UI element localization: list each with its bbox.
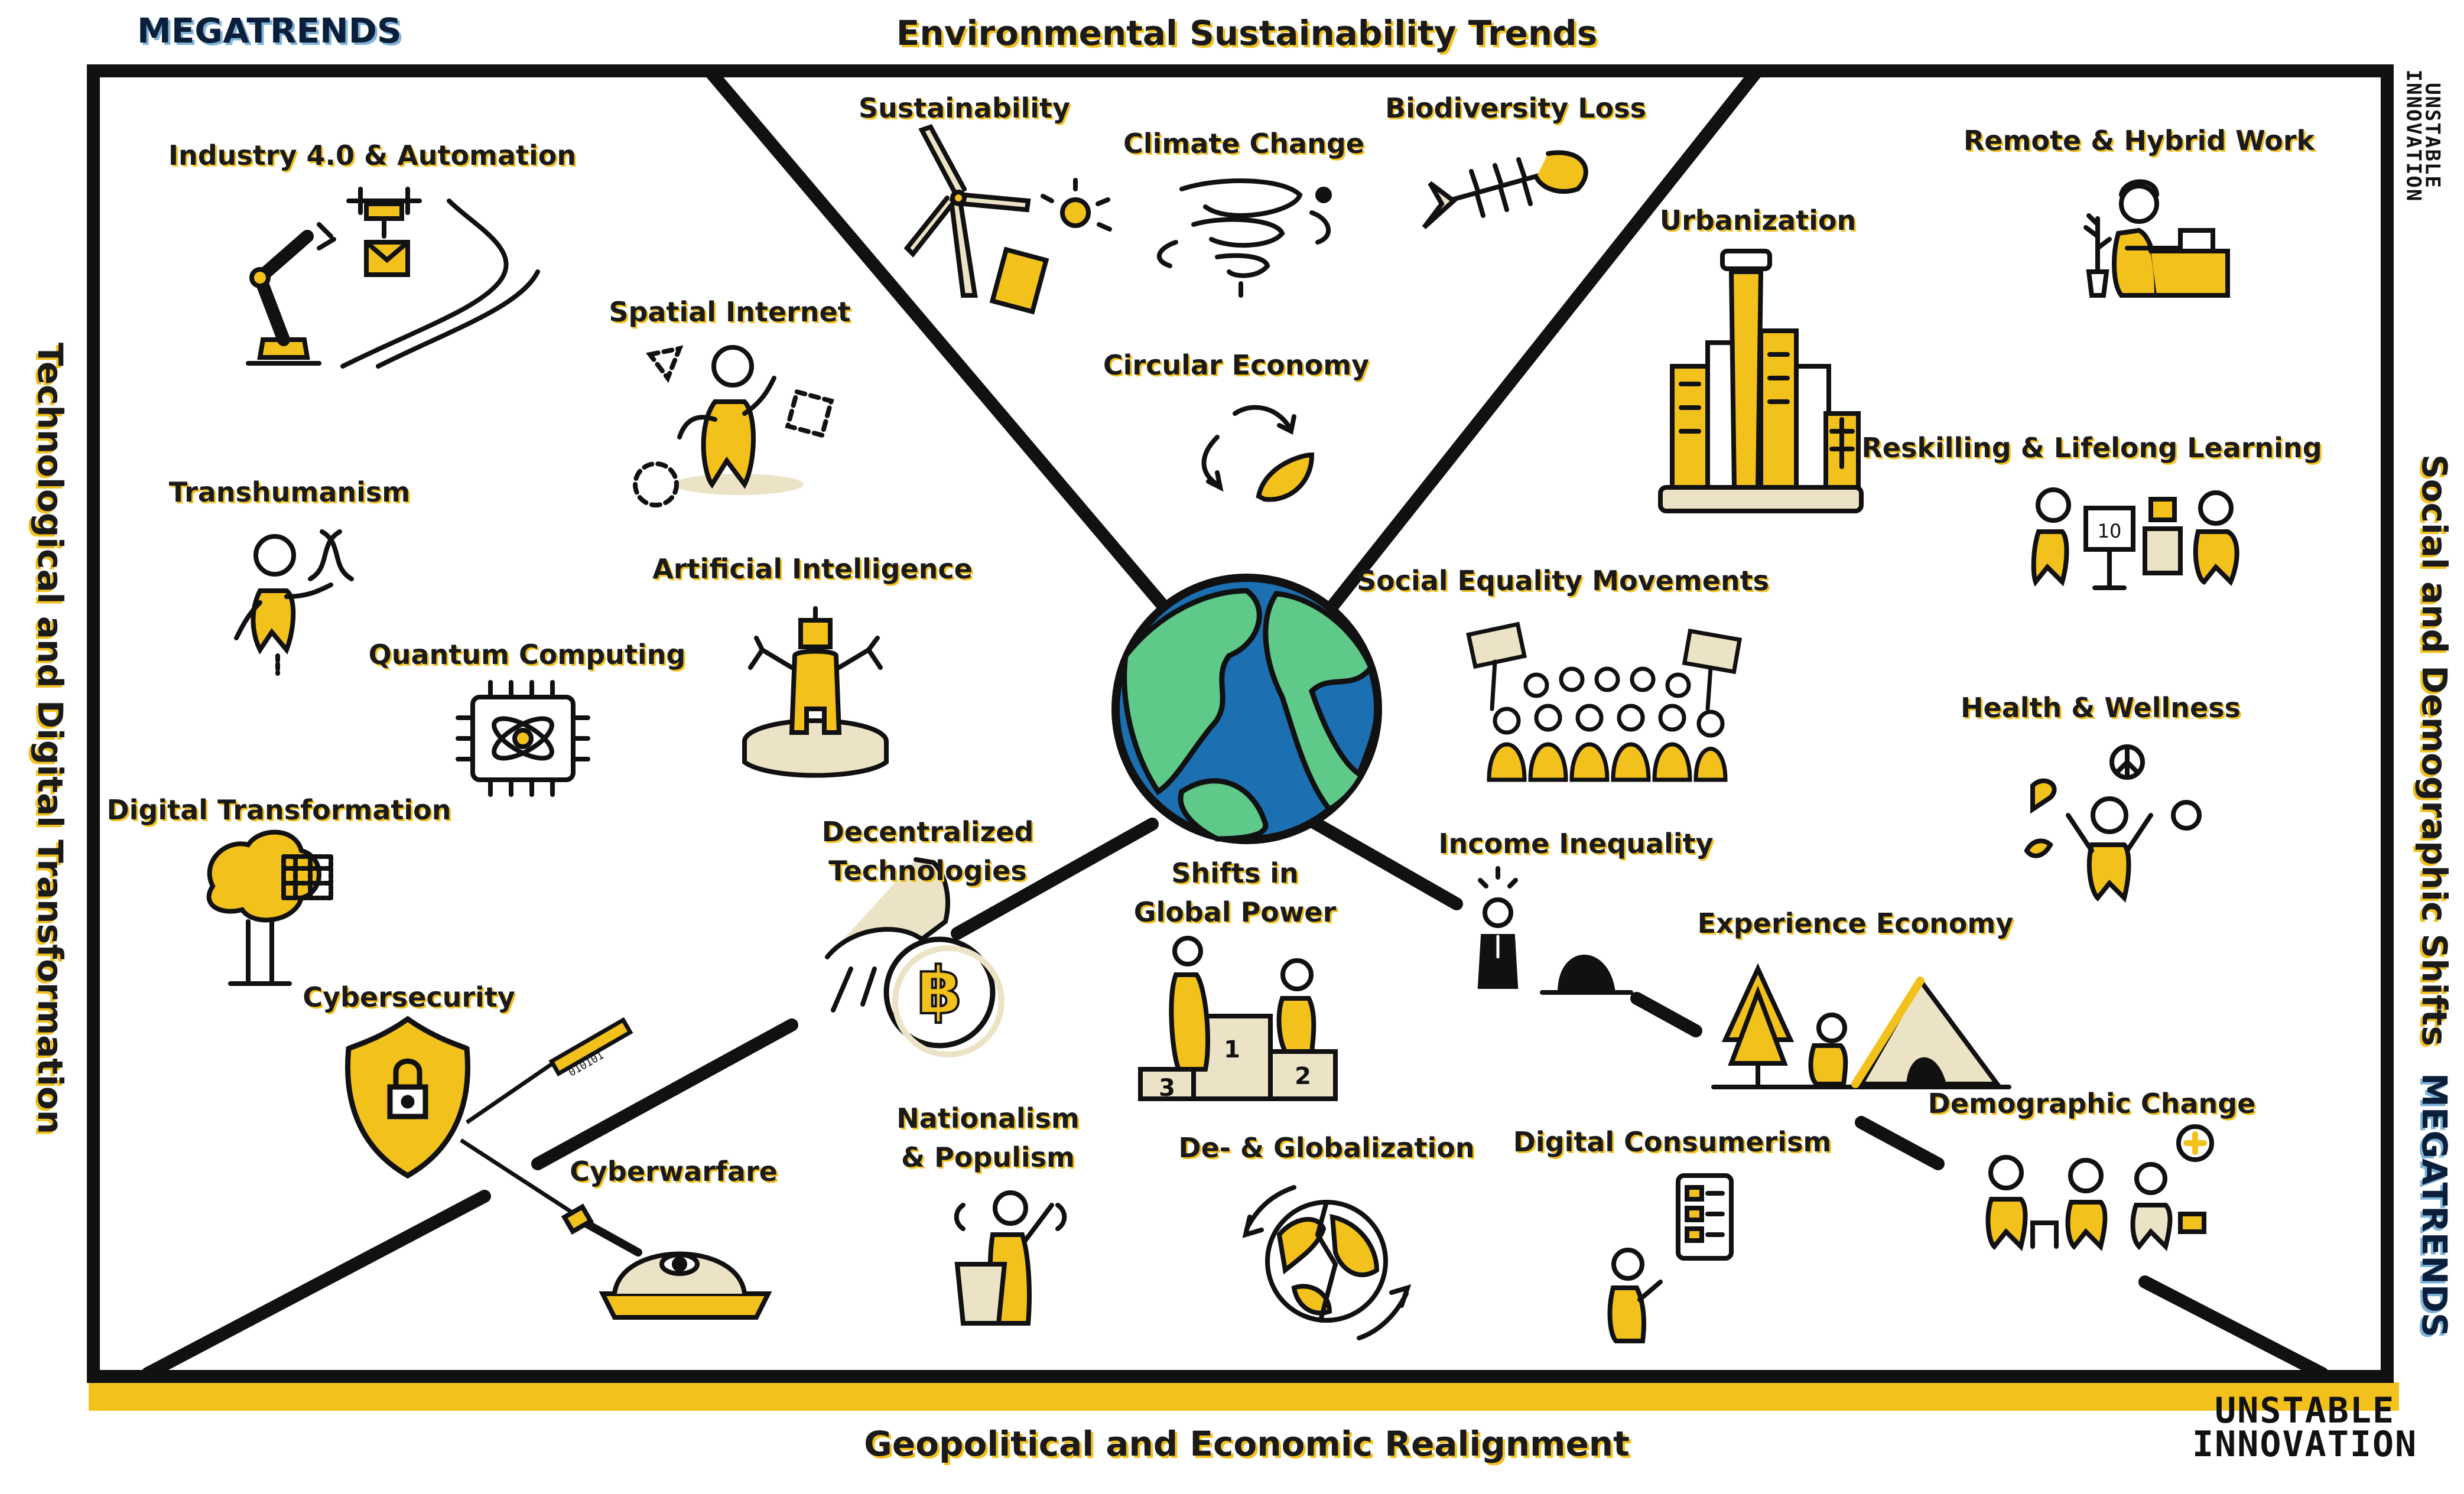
trend-sustainability: Sustainability: [858, 92, 1071, 124]
trend-health-wellness: Health & Wellness: [1961, 692, 2241, 724]
phone-shopping-icon: [1607, 1173, 1734, 1343]
frame-bottom-highlight: [89, 1382, 2399, 1411]
transhumanism-person-icon: [234, 529, 354, 676]
trend-digital-transformation: Digital Transformation: [106, 794, 451, 826]
cyber-cable-icon: 010101: [460, 1017, 633, 1219]
trend-quantum-computing: Quantum Computing: [368, 639, 686, 670]
remote-work-desk-icon: [2083, 179, 2230, 298]
trend-social-equality: Social Equality Movements: [1356, 565, 1770, 597]
income-inequality-icon: [1477, 866, 1633, 995]
camping-tent-icon: [1711, 963, 2011, 1089]
ai-robot-icon: [742, 606, 889, 778]
diagram-frame: [87, 64, 2394, 1383]
ostrich-icon: [825, 857, 950, 1013]
trend-digital-consumerism: Digital Consumerism: [1513, 1126, 1832, 1158]
trend-urbanization: Urbanization: [1659, 204, 1857, 236]
trend-transhumanism: Transhumanism: [168, 476, 411, 508]
robot-arm-drone-icon: [246, 187, 540, 369]
protest-crowd-icon: [1466, 621, 1743, 782]
trend-remote-hybrid-work: Remote & Hybrid Work: [1963, 125, 2315, 157]
tornado-icon: [1156, 178, 1332, 298]
reskilling-classroom-icon: 10: [2031, 487, 2239, 590]
trend-income-inequality: Income Inequality: [1438, 828, 1714, 860]
brand-line2-bottom: INNOVATION: [2192, 1424, 2418, 1465]
megatrends-title-top: MEGATRENDS: [137, 11, 402, 51]
trend-de-globalization: De- & Globalization: [1178, 1132, 1475, 1164]
trend-nationalism-populism: Nationalism & Populism: [896, 1102, 1080, 1173]
trend-biodiversity-loss: Biodiversity Loss: [1385, 92, 1646, 124]
quadrant-dividers: [141, 67, 2329, 1380]
bitcoin-coin-icon: ฿: [883, 936, 1005, 1057]
podium-place-1: 1: [1224, 1036, 1240, 1063]
trend-circular-economy: Circular Economy: [1103, 349, 1370, 381]
quantum-chip-icon: [456, 680, 590, 797]
recycle-arrows-icon: [1201, 405, 1315, 502]
city-skyline-icon: [1658, 249, 1864, 513]
trend-demographic-change: Demographic Change: [1927, 1088, 2256, 1119]
trend-industry-automation: Industry 4.0 & Automation: [168, 139, 577, 171]
category-social: Social and Demographic Shifts: [2414, 454, 2455, 1046]
demographic-people-icon: [1985, 1124, 2214, 1251]
brand-line1-side: UNSTABLE: [2420, 83, 2445, 189]
bitcoin-symbol: ฿: [917, 953, 963, 1028]
brand-logo-side: UNSTABLE INNOVATION: [2401, 69, 2445, 203]
fish-skeleton-icon: [1422, 150, 1588, 229]
podium-icon: 1 2 3: [1138, 936, 1338, 1102]
wellness-person-icon: [2024, 744, 2202, 903]
category-environmental: Environmental Sustainability Trends: [896, 13, 1598, 53]
brand-logo-bottom: UNSTABLE INNOVATION: [2192, 1390, 2418, 1465]
earth-globe-icon: [1111, 574, 1382, 844]
brand-line1-bottom: UNSTABLE: [2215, 1390, 2395, 1431]
category-geopolitical: Geopolitical and Economic Realignment: [864, 1424, 1630, 1464]
trend-artificial-intelligence: Artificial Intelligence: [652, 553, 973, 585]
board-number: 10: [2098, 520, 2122, 542]
cracked-globe-icon: [1242, 1185, 1412, 1340]
security-shield-icon: [345, 1015, 470, 1179]
podium-place-3: 3: [1159, 1075, 1175, 1102]
wind-turbine-icon: [903, 124, 1112, 315]
trend-experience-economy: Experience Economy: [1697, 907, 2014, 939]
trend-climate-change: Climate Change: [1123, 128, 1364, 160]
digital-tree-icon: [206, 829, 333, 986]
spatial-internet-person-icon: [633, 345, 834, 507]
trend-reskilling: Reskilling & Lifelong Learning: [1861, 432, 2322, 464]
trend-shifts-global-power: Shifts in Global Power: [1133, 857, 1337, 928]
brand-line2-side: INNOVATION: [2401, 69, 2425, 203]
megatrends-title-side: MEGATRENDS: [2414, 1073, 2455, 1337]
trend-cybersecurity: Cybersecurity: [303, 981, 515, 1013]
speaker-podium-icon: [954, 1190, 1067, 1326]
category-technological: Technological and Digital Transformation: [30, 343, 70, 1134]
tank-icon: [561, 1203, 772, 1320]
trend-decentralized-technologies: Decentralized Technologies: [821, 816, 1034, 887]
podium-place-2: 2: [1295, 1063, 1311, 1090]
trend-spatial-internet: Spatial Internet: [609, 296, 851, 328]
trend-cyberwarfare: Cyberwarfare: [570, 1156, 778, 1187]
